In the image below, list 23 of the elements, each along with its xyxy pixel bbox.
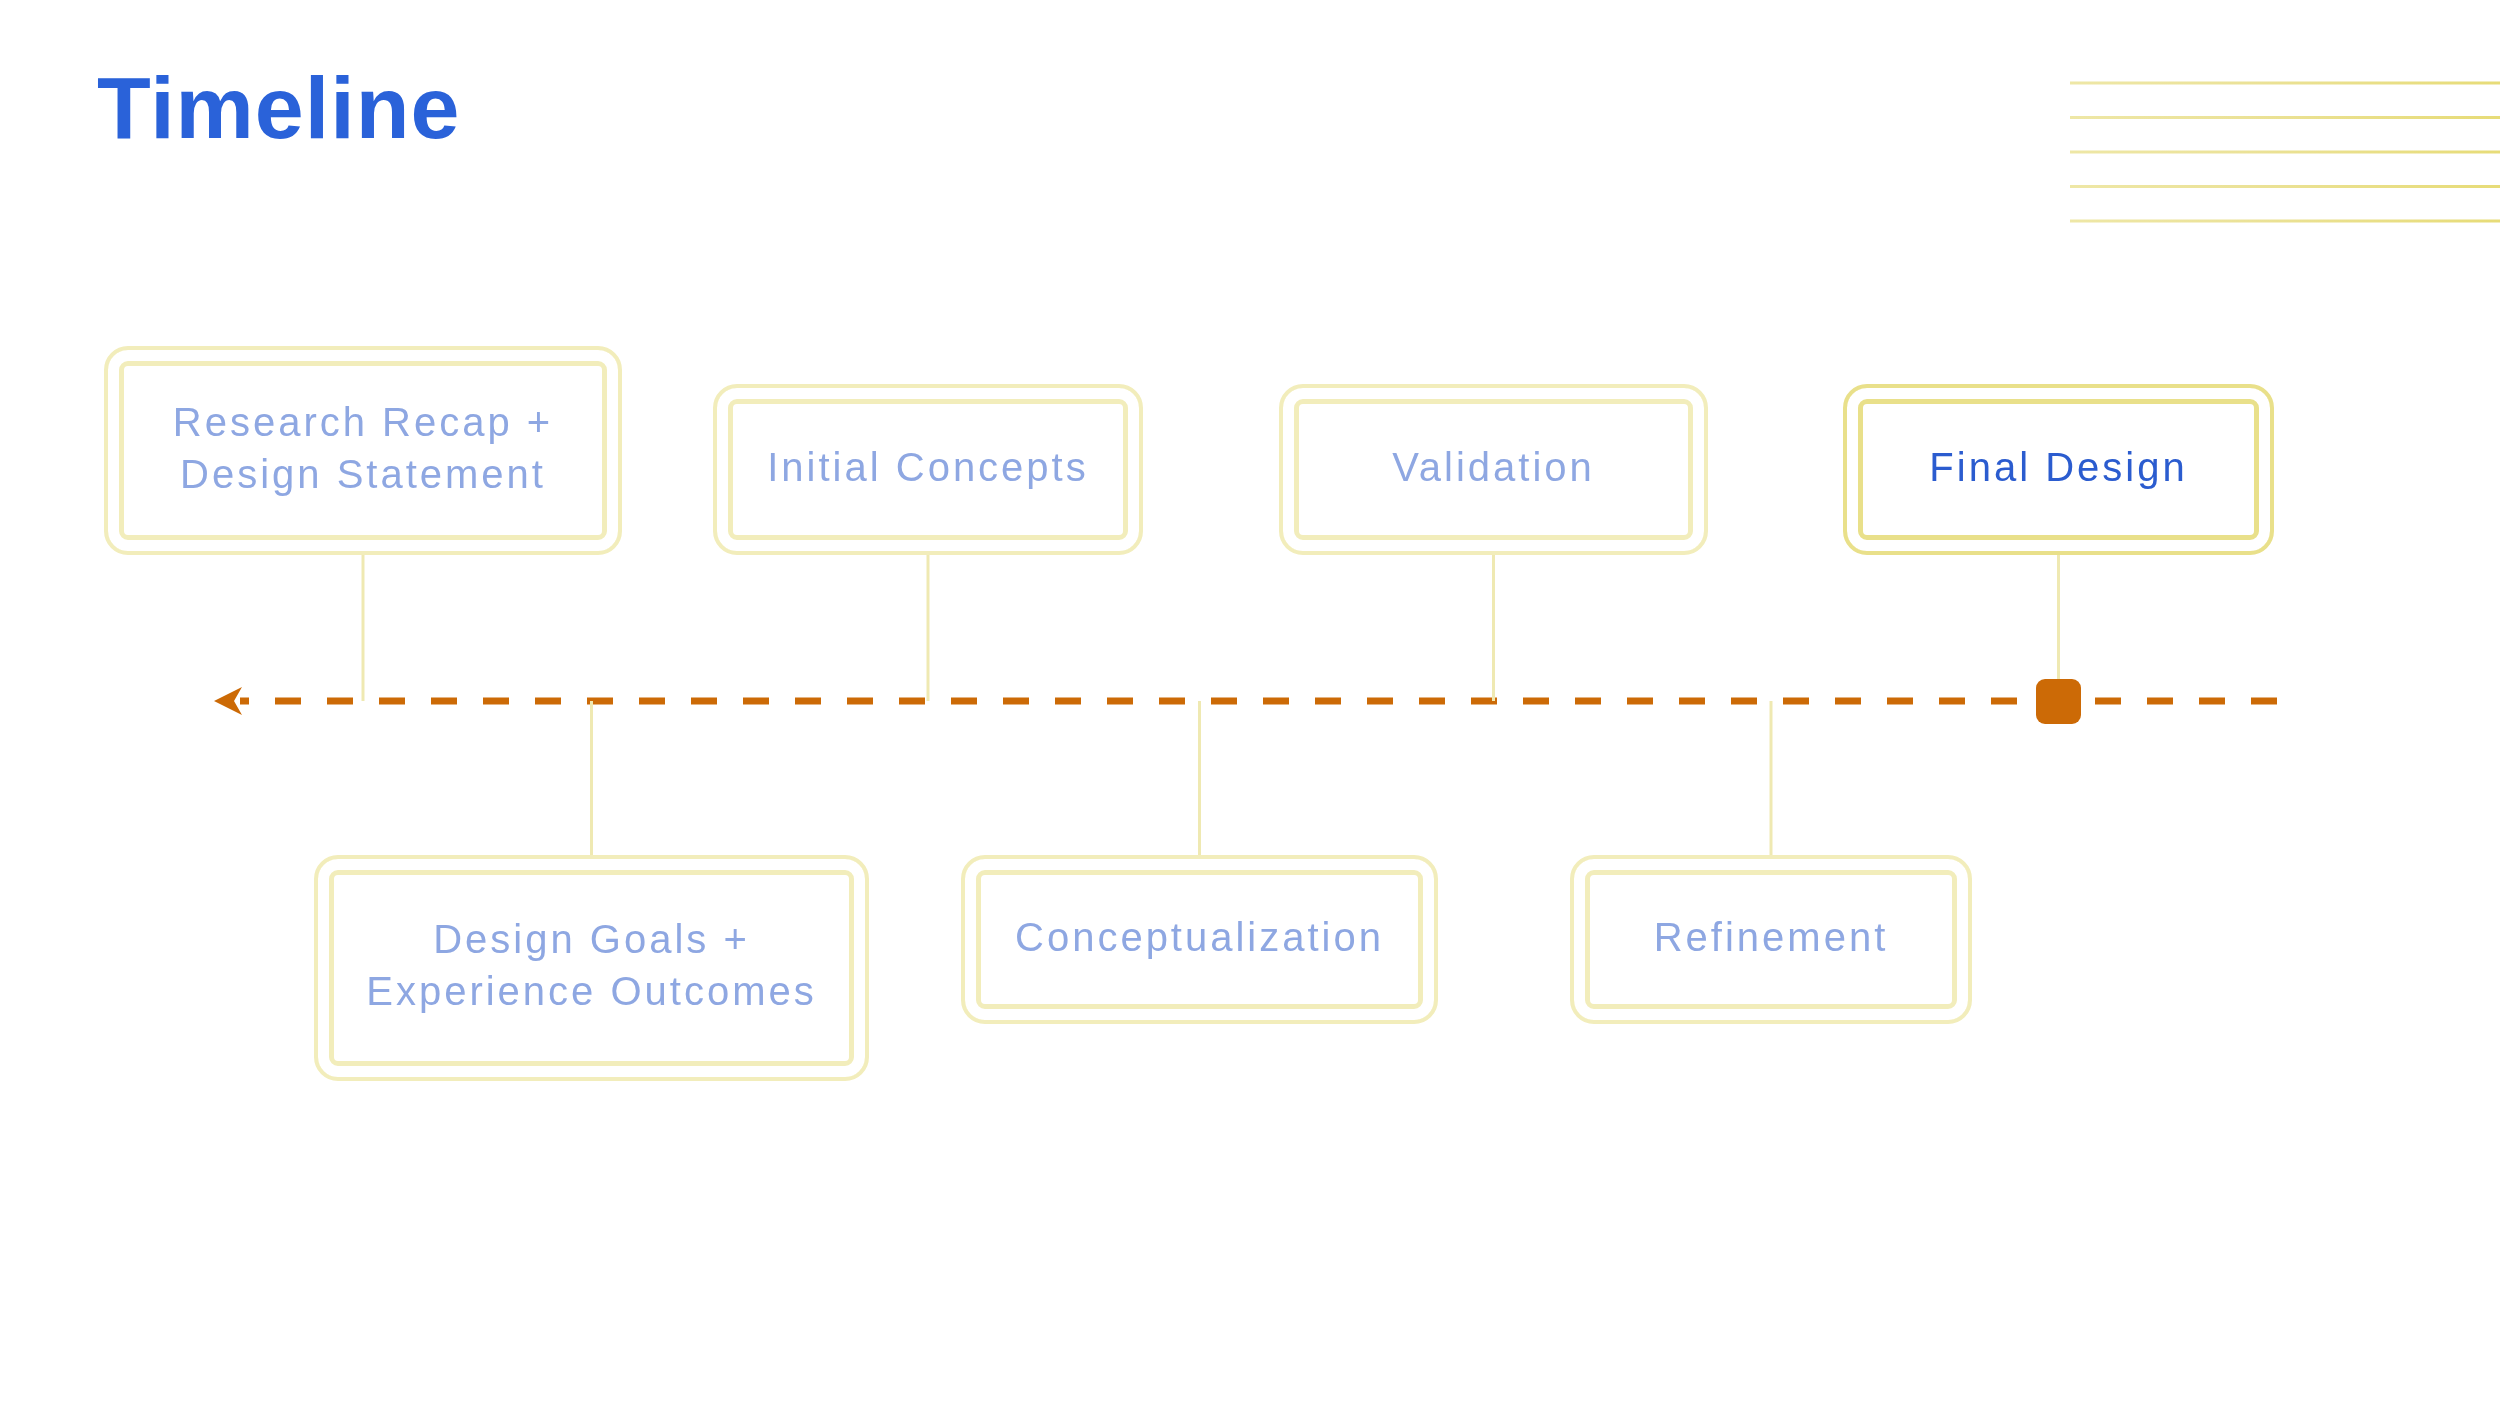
stage-label: Design Goals + Experience Outcomes	[365, 916, 818, 1015]
timeline-marker	[2036, 679, 2081, 724]
leader-line	[590, 701, 593, 855]
stage-box	[1279, 384, 1708, 555]
stage-box	[713, 384, 1143, 555]
leader-line	[926, 555, 930, 701]
leader-line	[2057, 555, 2060, 679]
stage-label: Research Recap + Design Statement	[171, 398, 555, 498]
leader-line	[1198, 701, 1201, 855]
stage-box	[1570, 855, 1972, 1024]
stage-box	[1843, 384, 2274, 555]
stage-box	[961, 855, 1438, 1024]
stage-label: Initial Concepts	[767, 443, 1089, 491]
stage-label: Final Design	[1929, 443, 2188, 491]
stage-label: Refinement	[1653, 913, 1889, 961]
leader-line	[361, 555, 365, 701]
leader-line	[1492, 555, 1495, 701]
stage-label: Validation	[1392, 443, 1595, 491]
stage-box	[104, 346, 622, 555]
title: Timeline	[97, 64, 461, 152]
stage-box	[314, 855, 869, 1081]
stage-label: Conceptualization	[1015, 913, 1384, 961]
leader-line	[1769, 701, 1773, 855]
